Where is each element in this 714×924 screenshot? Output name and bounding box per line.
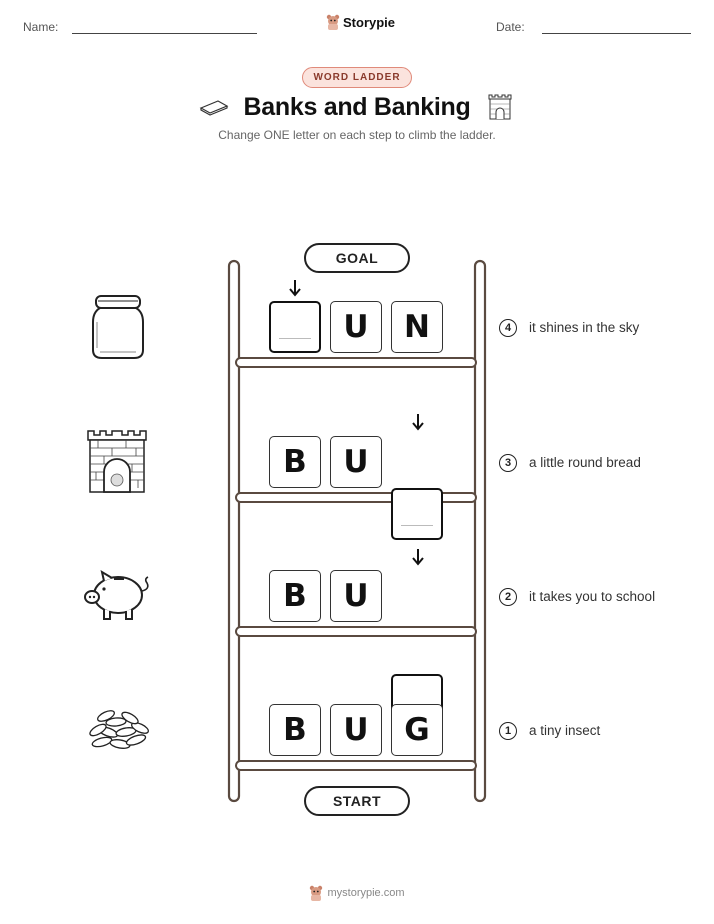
start-label: START — [304, 786, 410, 816]
seeds-icon — [89, 710, 149, 749]
letter-tile: U — [330, 301, 382, 353]
bear-icon — [326, 14, 340, 30]
clue-text: it takes you to school — [529, 589, 656, 604]
arrow-down-icon — [412, 549, 424, 566]
worksheet-type-badge: WORD LADDER — [302, 67, 412, 88]
instructions: Change ONE letter on each step to climb … — [218, 128, 496, 142]
footer-url[interactable]: mystorypie.com — [327, 887, 405, 899]
letter-tile: N — [391, 301, 443, 353]
letter-tile: U — [330, 436, 382, 488]
castle-small-icon — [488, 94, 512, 120]
arrow-down-icon — [289, 280, 301, 297]
goal-label: GOAL — [304, 243, 410, 273]
page-title: Banks and Banking — [243, 93, 471, 121]
clue-text: a little round bread — [529, 455, 641, 470]
card-icon — [199, 100, 229, 116]
letter-tile-blank[interactable] — [391, 488, 443, 540]
brand-name: Storypie — [343, 14, 396, 30]
letter-tile: B — [269, 570, 321, 622]
letter-tile: B — [269, 436, 321, 488]
step-number: 1 — [499, 722, 517, 740]
jar-icon — [92, 295, 144, 359]
ladder — [227, 259, 487, 803]
step-number: 4 — [499, 319, 517, 337]
arrow-down-icon — [412, 414, 424, 431]
clue-text: a tiny insect — [529, 723, 601, 738]
name-label: Name: — [23, 20, 59, 34]
step-number: 2 — [499, 588, 517, 606]
clue-text: it shines in the sky — [529, 320, 640, 335]
castle-icon — [87, 430, 147, 493]
footer: mystorypie.com — [309, 885, 405, 901]
step-number: 3 — [499, 454, 517, 472]
letter-tile: B — [269, 704, 321, 756]
bear-icon — [310, 885, 323, 901]
date-line[interactable] — [542, 33, 691, 34]
brand-logo: Storypie — [326, 14, 395, 30]
letter-tile: U — [330, 570, 382, 622]
letter-tile: G — [391, 704, 443, 756]
letter-tile: U — [330, 704, 382, 756]
piggy-bank-icon — [84, 569, 149, 620]
name-line[interactable] — [72, 33, 257, 34]
letter-tile-blank[interactable] — [269, 301, 321, 353]
date-label: Date: — [496, 20, 525, 34]
